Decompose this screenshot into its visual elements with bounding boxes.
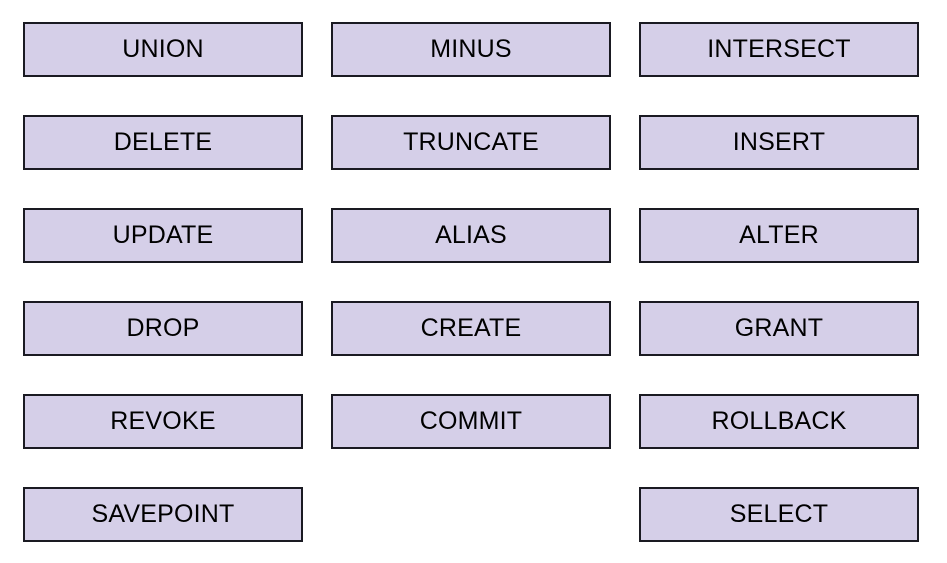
keyword-label: REVOKE xyxy=(110,407,216,435)
keyword-label: INTERSECT xyxy=(707,35,851,63)
keyword-label: DELETE xyxy=(113,128,213,156)
grid-cell: DELETE xyxy=(23,115,303,170)
keyword-button-rollback[interactable]: ROLLBACK xyxy=(639,394,919,449)
keyword-button-union[interactable]: UNION xyxy=(23,22,303,77)
grid-cell: INSERT xyxy=(639,115,919,170)
keyword-button-drop[interactable]: DROP xyxy=(23,301,303,356)
grid-cell: UPDATE xyxy=(23,208,303,263)
grid-cell: COMMIT xyxy=(331,394,611,449)
keyword-label: ALIAS xyxy=(435,221,507,249)
keyword-label: UNION xyxy=(122,35,204,63)
keyword-button-truncate[interactable]: TRUNCATE xyxy=(331,115,611,170)
grid-cell: ALIAS xyxy=(331,208,611,263)
keyword-button-alias[interactable]: ALIAS xyxy=(331,208,611,263)
grid-cell: TRUNCATE xyxy=(331,115,611,170)
keyword-label: MINUS xyxy=(430,35,512,63)
keyword-button-create[interactable]: CREATE xyxy=(331,301,611,356)
keyword-button-delete[interactable]: DELETE xyxy=(23,115,303,170)
keyword-button-intersect[interactable]: INTERSECT xyxy=(639,22,919,77)
keyword-label: CREATE xyxy=(420,314,522,342)
keyword-button-savepoint[interactable]: SAVEPOINT xyxy=(23,487,303,542)
keyword-label: ROLLBACK xyxy=(711,407,847,435)
grid-cell: ALTER xyxy=(639,208,919,263)
keyword-button-insert[interactable]: INSERT xyxy=(639,115,919,170)
keyword-label: GRANT xyxy=(734,314,824,342)
keyword-button-update[interactable]: UPDATE xyxy=(23,208,303,263)
keyword-button-revoke[interactable]: REVOKE xyxy=(23,394,303,449)
keyword-label: SAVEPOINT xyxy=(91,500,235,528)
keyword-button-select[interactable]: SELECT xyxy=(639,487,919,542)
keyword-button-minus[interactable]: MINUS xyxy=(331,22,611,77)
keyword-label: ALTER xyxy=(739,221,819,249)
keyword-button-commit[interactable]: COMMIT xyxy=(331,394,611,449)
grid-cell: UNION xyxy=(23,22,303,77)
grid-cell: GRANT xyxy=(639,301,919,356)
keyword-button-alter[interactable]: ALTER xyxy=(639,208,919,263)
grid-cell: SAVEPOINT xyxy=(23,487,303,542)
grid-cell: CREATE xyxy=(331,301,611,356)
keyword-label: UPDATE xyxy=(112,221,214,249)
keyword-label: TRUNCATE xyxy=(403,128,539,156)
keyword-label: COMMIT xyxy=(419,407,523,435)
grid-cell: SELECT xyxy=(639,487,919,542)
grid-cell: REVOKE xyxy=(23,394,303,449)
grid-cell: MINUS xyxy=(331,22,611,77)
grid-cell: ROLLBACK xyxy=(639,394,919,449)
keyword-label: SELECT xyxy=(729,500,829,528)
grid-cell: DROP xyxy=(23,301,303,356)
keyword-label: INSERT xyxy=(732,128,826,156)
keyword-button-grant[interactable]: GRANT xyxy=(639,301,919,356)
keyword-label: DROP xyxy=(126,314,200,342)
grid-cell-empty xyxy=(331,487,611,542)
grid-cell: INTERSECT xyxy=(639,22,919,77)
